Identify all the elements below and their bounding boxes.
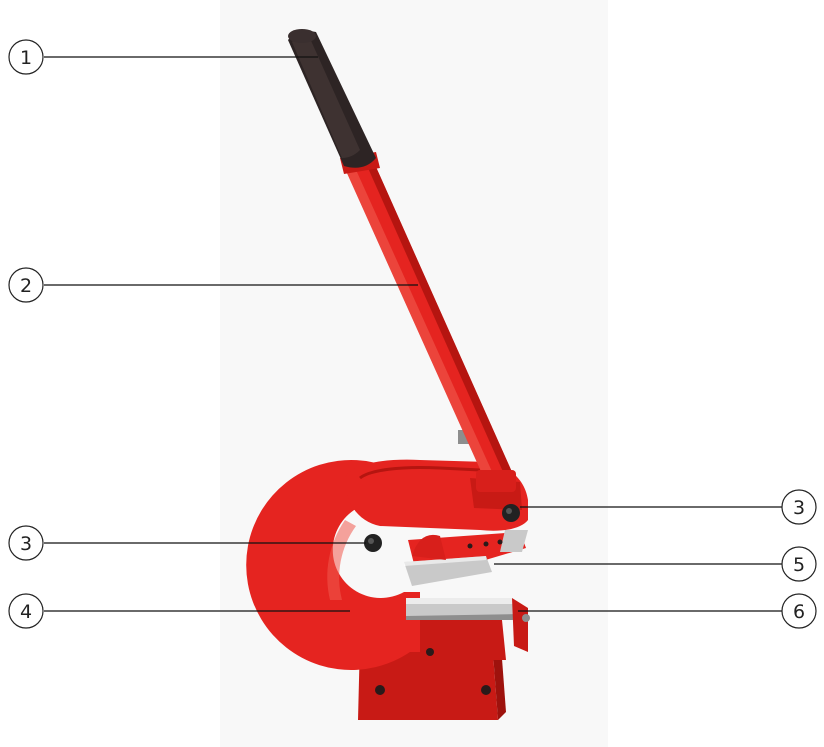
callout-6: 6 — [781, 593, 817, 629]
callout-3-left-label: 3 — [20, 533, 32, 555]
callout-3-right: 3 — [781, 489, 817, 525]
callouts: 1 2 3 3 4 5 6 — [8, 39, 817, 629]
callout-4: 4 — [8, 593, 44, 629]
grip — [288, 29, 376, 168]
hand-lever-shear-icon — [246, 29, 530, 720]
callout-6-label: 6 — [793, 601, 805, 623]
upper-blade — [404, 530, 528, 586]
callout-5-label: 5 — [793, 554, 805, 576]
callout-1: 1 — [8, 39, 44, 75]
callout-2-label: 2 — [20, 275, 32, 297]
callout-1-label: 1 — [20, 47, 32, 69]
callout-5: 5 — [781, 546, 817, 582]
handle-shaft — [340, 152, 516, 492]
callout-2: 2 — [8, 267, 44, 303]
callout-3-right-label: 3 — [793, 497, 805, 519]
leader-lines — [44, 56, 782, 612]
callout-3-left: 3 — [8, 525, 44, 561]
callout-4-label: 4 — [20, 601, 32, 623]
